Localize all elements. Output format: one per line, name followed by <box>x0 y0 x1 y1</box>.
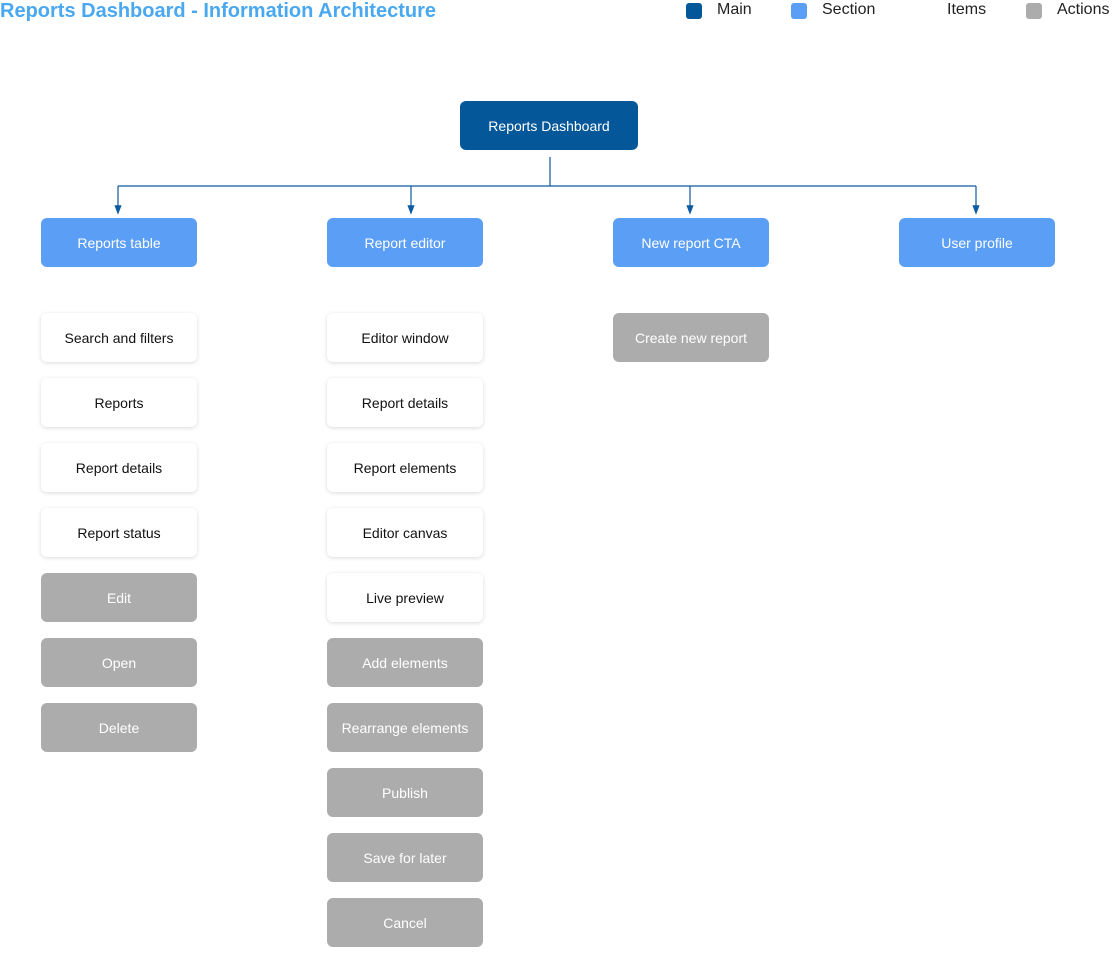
action-save-for-later[interactable]: Save for later <box>327 833 483 882</box>
page-title: Reports Dashboard - Information Architec… <box>0 0 436 22</box>
action-edit[interactable]: Edit <box>41 573 197 622</box>
item-search-and-filters[interactable]: Search and filters <box>41 313 197 362</box>
legend-label-main: Main <box>717 1 752 18</box>
action-create-new-report[interactable]: Create new report <box>613 313 769 362</box>
legend-label-actions: Actions <box>1057 1 1110 18</box>
section-reports-table[interactable]: Reports table <box>41 218 197 267</box>
item-editor-canvas[interactable]: Editor canvas <box>327 508 483 557</box>
item-report-elements[interactable]: Report elements <box>327 443 483 492</box>
section-new-report-cta[interactable]: New report CTA <box>613 218 769 267</box>
legend-swatch-main <box>686 3 702 19</box>
legend: Main Section Items Actions <box>0 0 1114 22</box>
item-report-details[interactable]: Report details <box>41 443 197 492</box>
action-rearrange-elements[interactable]: Rearrange elements <box>327 703 483 752</box>
legend-label-items: Items <box>947 1 987 18</box>
legend-label-section: Section <box>822 1 876 18</box>
item-report-status[interactable]: Report status <box>41 508 197 557</box>
legend-swatch-section <box>791 3 807 19</box>
item-editor-window[interactable]: Editor window <box>327 313 483 362</box>
root-node-reports-dashboard[interactable]: Reports Dashboard <box>460 101 638 150</box>
item-report-details[interactable]: Report details <box>327 378 483 427</box>
action-publish[interactable]: Publish <box>327 768 483 817</box>
action-cancel[interactable]: Cancel <box>327 898 483 947</box>
action-delete[interactable]: Delete <box>41 703 197 752</box>
item-reports[interactable]: Reports <box>41 378 197 427</box>
legend-swatch-items <box>916 3 932 19</box>
section-user-profile[interactable]: User profile <box>899 218 1055 267</box>
action-open[interactable]: Open <box>41 638 197 687</box>
action-add-elements[interactable]: Add elements <box>327 638 483 687</box>
section-report-editor[interactable]: Report editor <box>327 218 483 267</box>
legend-swatch-actions <box>1026 3 1042 19</box>
item-live-preview[interactable]: Live preview <box>327 573 483 622</box>
